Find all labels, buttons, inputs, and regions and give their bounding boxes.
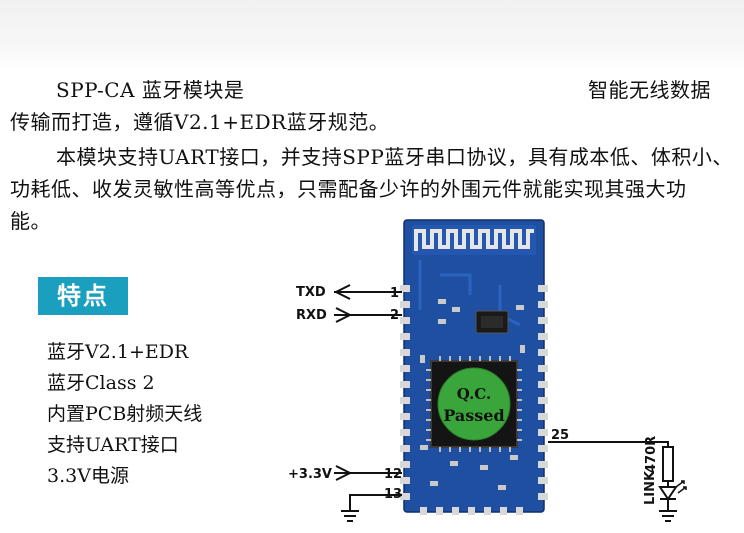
feature-item-antenna: 内置PCB射频天线	[47, 403, 203, 425]
pin-1-label: 1	[390, 286, 399, 301]
resistor-symbol	[662, 446, 674, 482]
crystal-marking	[481, 316, 503, 328]
chip-pins	[426, 356, 522, 452]
vcc-arrow	[335, 465, 353, 481]
pin-12-label: 12	[384, 467, 402, 482]
vcc-label: +3.3V	[288, 467, 332, 482]
bottom-edge-pads	[420, 507, 523, 515]
qc-passed-sticker	[437, 367, 511, 441]
features-badge: 特点	[38, 277, 128, 315]
left-edge-pads	[400, 285, 410, 500]
rxd-arrow	[335, 307, 353, 323]
rxd-label: RXD	[296, 308, 327, 323]
intro-line-3: 本模块支持UART接口，并支持SPP蓝牙串口协议，具有成本低、体积小、	[56, 145, 733, 169]
pin-25-label: 25	[551, 428, 569, 443]
intro-line-5: 能。	[10, 209, 51, 233]
pin-25-wire	[548, 441, 669, 447]
intro-line-2: 传输而打造，遵循V2.1+EDR蓝牙规范。	[10, 110, 390, 134]
txd-label: TXD	[296, 285, 326, 300]
qc-sticker-line2: Passed	[443, 406, 504, 425]
feature-item-uart: 支持UART接口	[47, 434, 179, 456]
txd-arrow	[333, 284, 351, 300]
gnd-wire	[349, 494, 402, 511]
feature-item-power: 3.3V电源	[47, 465, 129, 487]
module-wiring-diagram: Q.C. Passed TXD 1 RXD 2 +3.3V 12 13 25 4…	[288, 219, 687, 522]
resistor-label: 470R	[644, 436, 659, 473]
right-edge-pads	[538, 285, 548, 500]
qc-sticker-line1: Q.C.	[457, 385, 491, 403]
led-light-arrows	[675, 480, 687, 494]
feature-item-bt-version: 蓝牙V2.1+EDR	[47, 341, 189, 363]
feature-item-bt-class: 蓝牙Class 2	[47, 372, 155, 394]
pcb-antenna-trace	[414, 229, 534, 251]
pin-13-label: 13	[384, 487, 402, 502]
pin-2-label: 2	[390, 308, 399, 323]
smd-components	[420, 299, 525, 490]
led-label: LINK	[643, 470, 658, 505]
gnd-symbol-right	[659, 510, 677, 522]
intro-line-4: 功耗低、收发灵敏性高等优点，只需配备少许的外围元件就能实现其强大功	[10, 177, 687, 201]
gnd-symbol-left	[341, 510, 359, 522]
intro-line-1-left: SPP-CA 蓝牙模块是	[56, 78, 245, 102]
intro-line-1-right: 智能无线数据	[588, 78, 711, 102]
led-symbol	[658, 486, 678, 501]
